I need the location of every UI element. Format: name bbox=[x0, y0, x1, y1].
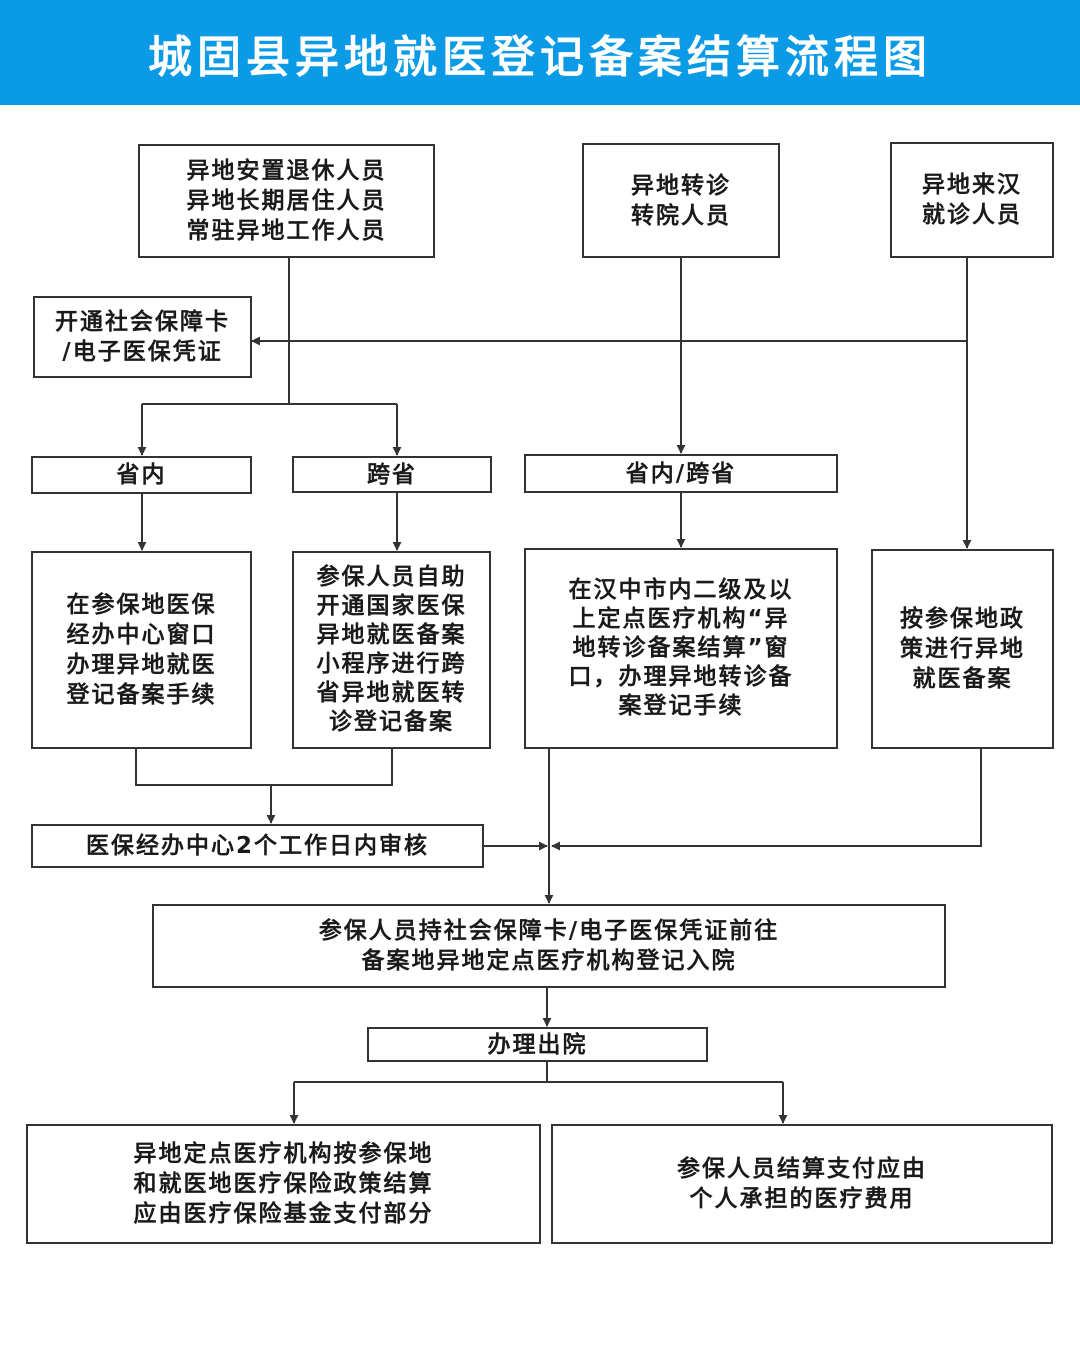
in-or-cross-province-box: 省内/跨省 bbox=[524, 454, 838, 493]
group-visiting-box: 异地来汉 就诊人员 bbox=[890, 142, 1054, 258]
group-relocated-box: 异地安置退休人员 异地长期居住人员 常驻异地工作人员 bbox=[138, 144, 435, 258]
personal-pay-box: 参保人员结算支付应由 个人承担的医疗费用 bbox=[551, 1124, 1053, 1244]
referral-action-box: 在汉中市内二级及以 上定点医疗机构“异 地转诊备案结算”窗 口，办理异地转诊备 … bbox=[524, 548, 838, 749]
in-province-action-box: 在参保地医保 经办中心窗口 办理异地就医 登记备案手续 bbox=[31, 551, 252, 749]
in-province-box: 省内 bbox=[31, 456, 252, 494]
admission-box: 参保人员持社会保障卡/电子医保凭证前往 备案地异地定点医疗机构登记入院 bbox=[152, 904, 946, 988]
title-banner: 城固县异地就医登记备案结算流程图 bbox=[0, 0, 1080, 105]
hospital-settle-box: 异地定点医疗机构按参保地 和就医地医疗保险政策结算 应由医疗保险基金支付部分 bbox=[26, 1124, 541, 1244]
discharge-box: 办理出院 bbox=[367, 1027, 708, 1062]
cross-province-box: 跨省 bbox=[292, 456, 492, 493]
cross-province-action-box: 参保人员自助 开通国家医保 异地就医备案 小程序进行跨 省异地就医转 诊登记备案 bbox=[292, 551, 491, 749]
visiting-action-box: 按参保地政 策进行异地 就医备案 bbox=[871, 549, 1054, 749]
review-box: 医保经办中心2个工作日内审核 bbox=[31, 824, 484, 868]
group-referral-box: 异地转诊 转院人员 bbox=[582, 143, 780, 258]
connector-merge-bar bbox=[135, 749, 393, 786]
connector-visiting-action-to-trunk bbox=[551, 749, 982, 851]
page-title: 城固县异地就医登记备案结算流程图 bbox=[148, 31, 932, 83]
open-card-box: 开通社会保障卡 /电子医保凭证 bbox=[33, 296, 252, 378]
